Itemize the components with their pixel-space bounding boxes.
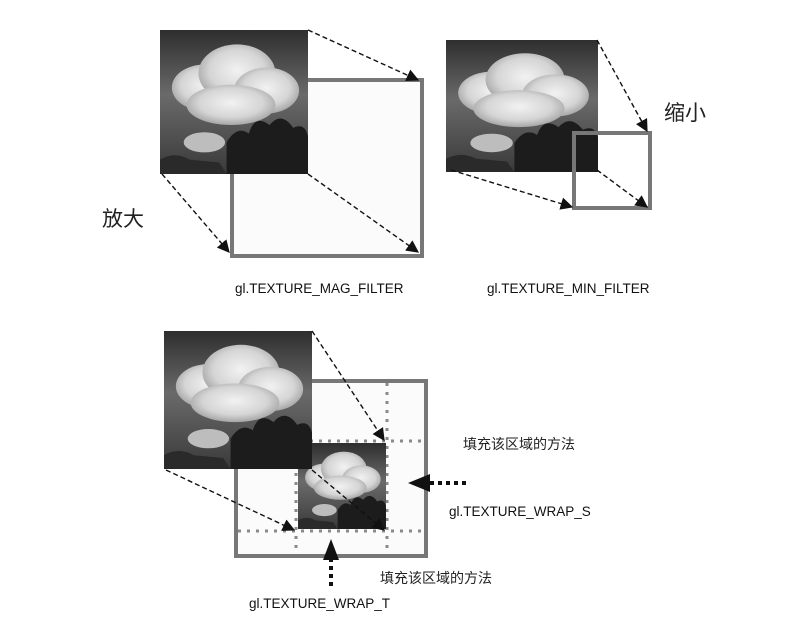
magnify-label: 放大: [102, 207, 144, 231]
wrap-t-fill-region-label: 填充该区域的方法: [380, 571, 492, 587]
mag-arrow-bottom-left: [161, 173, 230, 253]
mag-filter-panel: 放大 gl.TEXTURE_MAG_FILTER: [102, 29, 424, 296]
min-filter-panel: 缩小 gl.TEXTURE_MIN_FILTER: [446, 39, 706, 296]
min-arrow-top: [596, 39, 648, 133]
wrap-s-fill-region-label: 填充该区域的方法: [463, 437, 575, 453]
mag-filter-label: gl.TEXTURE_MAG_FILTER: [235, 281, 404, 296]
wrap-s-label: gl.TEXTURE_WRAP_S: [449, 504, 591, 519]
min-filter-label: gl.TEXTURE_MIN_FILTER: [487, 281, 650, 296]
mag-arrow-bottom-right: [307, 173, 420, 253]
wrap-arrow-top: [311, 330, 385, 442]
wrap-panel: 填充该区域的方法 gl.TEXTURE_WRAP_S 填充该区域的方法 gl.T…: [164, 330, 591, 611]
wrap-t-label: gl.TEXTURE_WRAP_T: [249, 596, 390, 611]
wrap-s-pointer-head: [408, 474, 430, 492]
wrap-source-texture: [164, 331, 312, 469]
mag-arrow-top: [307, 29, 420, 82]
minify-label: 缩小: [664, 101, 706, 125]
wrap-t-pointer-head: [323, 539, 339, 560]
mag-source-texture: [160, 30, 308, 174]
min-arrow-bottom-left: [450, 169, 574, 210]
min-target-quad: [572, 131, 652, 210]
min-arrow-bottom-right: [596, 169, 649, 208]
